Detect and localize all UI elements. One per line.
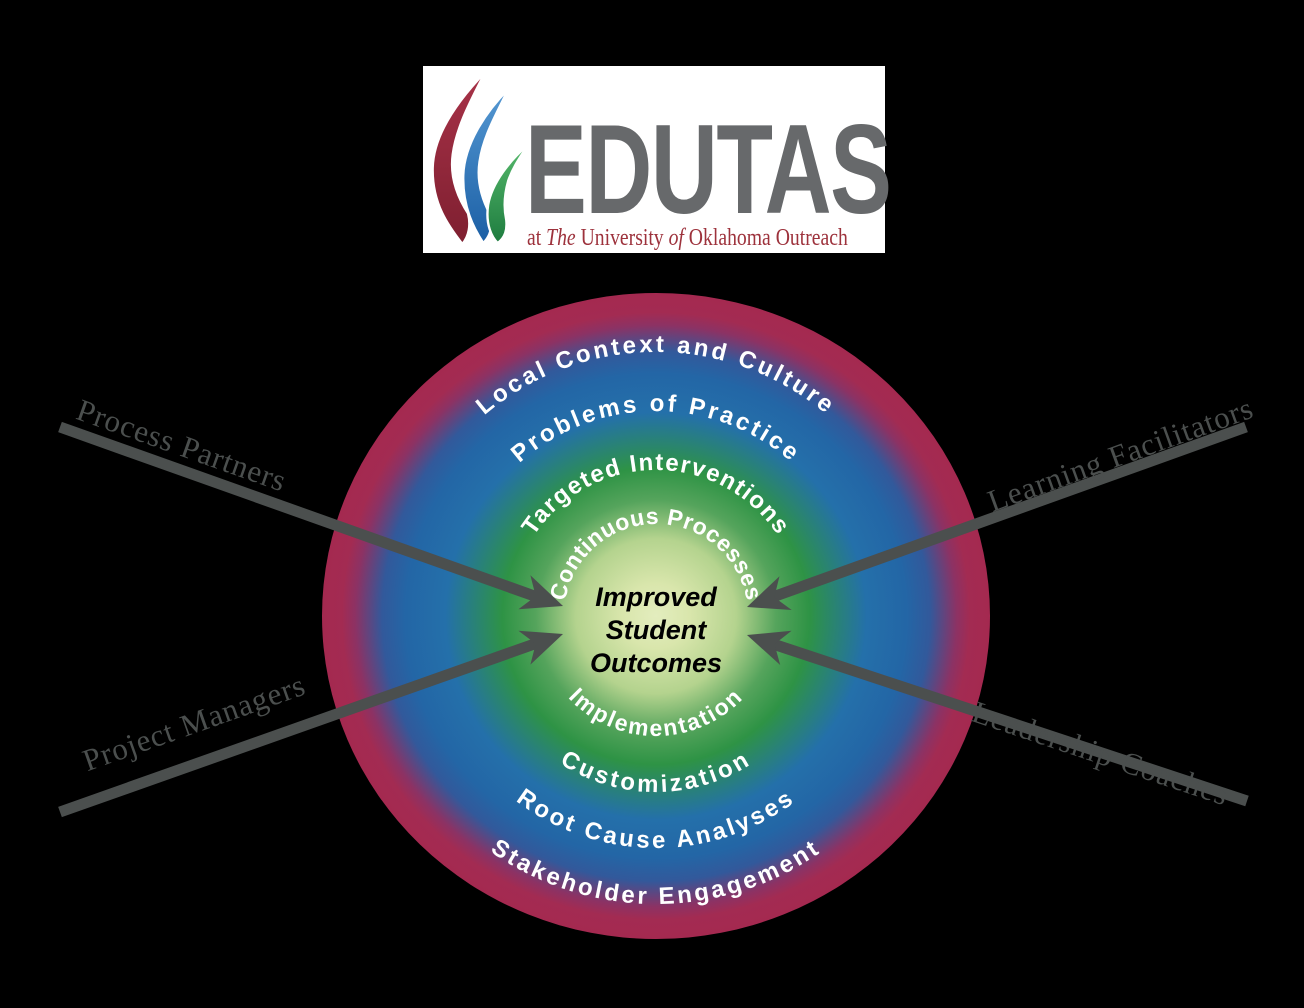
center-label-line2: Student	[605, 615, 707, 645]
center-label-line1: Improved	[595, 582, 717, 612]
tagline-part: University	[575, 225, 669, 251]
arrow-top-left-head	[518, 575, 563, 610]
tagline-part-italic: of	[668, 225, 684, 251]
tagline-part: Oklahoma Outreach	[683, 225, 848, 251]
tagline-part: at	[527, 225, 547, 251]
edutas-logo: EDUTAS at The University of Oklahoma Out…	[423, 66, 892, 253]
flame-red-petal	[431, 72, 487, 244]
arrow-bottom-right-head	[747, 630, 792, 665]
flame-icon	[431, 72, 530, 244]
flame-blue-petal	[462, 88, 510, 244]
arrow-top-right-shaft	[768, 421, 1248, 604]
arrow-bottom-left-head	[518, 630, 563, 665]
brand-wordmark: EDUTAS	[525, 98, 892, 240]
center-label-line3: Outcomes	[589, 648, 723, 678]
tagline-part-italic: The	[546, 225, 576, 251]
arrow-top-left-shaft	[58, 421, 542, 604]
arrow-bottom-right-shaft	[768, 637, 1249, 807]
arrow-bottom-left-shaft	[58, 636, 542, 818]
arrow-top-right-head	[747, 576, 792, 610]
logo-tagline: at The University of Oklahoma Outreach	[527, 225, 848, 251]
arrows	[58, 421, 1249, 818]
concentric-rings-circle	[322, 293, 990, 939]
flame-green-petal	[486, 143, 530, 244]
arrowheads	[518, 575, 792, 665]
center-label: Improved Student Outcomes	[546, 581, 766, 680]
